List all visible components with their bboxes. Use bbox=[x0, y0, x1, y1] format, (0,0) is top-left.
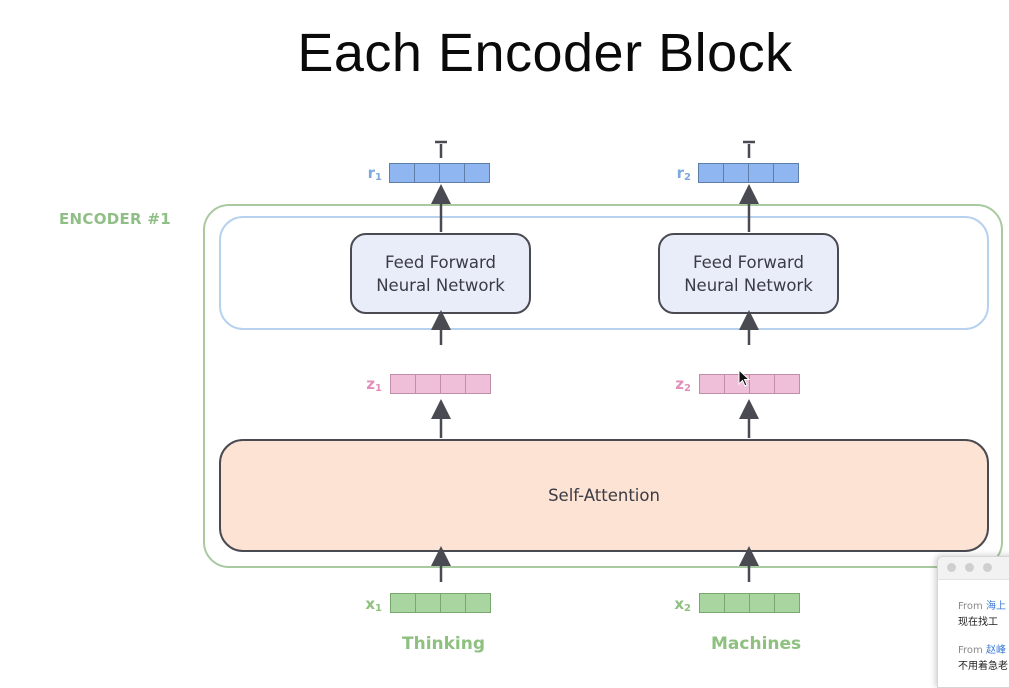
z1-vector bbox=[390, 374, 491, 394]
feed-forward-layer bbox=[219, 216, 989, 330]
r1-vector bbox=[389, 163, 490, 183]
ffnn-label-line2: Neural Network bbox=[684, 275, 813, 295]
message-text-1[interactable]: 现在找工 bbox=[958, 617, 998, 628]
input-word-2: Machines bbox=[711, 634, 802, 654]
self-attention-layer: Self-Attention bbox=[219, 439, 989, 552]
maximize-icon[interactable] bbox=[983, 563, 992, 572]
encoder-block bbox=[203, 204, 1003, 568]
r1-label: r1 bbox=[367, 164, 382, 183]
x1-label: x1 bbox=[365, 595, 382, 614]
z1-label: z1 bbox=[366, 375, 382, 394]
input-word-1: Thinking bbox=[402, 634, 486, 654]
z2-label: z2 bbox=[675, 375, 691, 394]
r2-label: r2 bbox=[676, 164, 691, 183]
ffnn-label-line1: Feed Forward bbox=[385, 252, 496, 272]
close-icon[interactable] bbox=[947, 563, 956, 572]
slide-title: Each Encoder Block bbox=[297, 23, 793, 83]
encoder-label: ENCODER #1 bbox=[59, 210, 172, 228]
r2-vector bbox=[698, 163, 799, 183]
x2-label: x2 bbox=[674, 595, 691, 614]
notification-popup[interactable]: From 海上 现在找工 From 赵峰 不用着急老 bbox=[937, 556, 1009, 688]
popup-titlebar[interactable] bbox=[938, 557, 1009, 580]
ffnn-label-line1: Feed Forward bbox=[693, 252, 804, 272]
x2-vector bbox=[699, 593, 800, 613]
x1-vector bbox=[390, 593, 491, 613]
minimize-icon[interactable] bbox=[965, 563, 974, 572]
message-text-2[interactable]: 不用着急老 bbox=[958, 661, 1008, 672]
message-header-1[interactable]: From 海上 bbox=[958, 601, 1006, 612]
feed-forward-network-2: Feed Forward Neural Network bbox=[658, 233, 839, 314]
self-attention-label: Self-Attention bbox=[548, 486, 660, 505]
mouse-cursor-icon bbox=[738, 369, 751, 387]
message-header-2[interactable]: From 赵峰 bbox=[958, 645, 1006, 656]
ffnn-label-line2: Neural Network bbox=[376, 275, 505, 295]
